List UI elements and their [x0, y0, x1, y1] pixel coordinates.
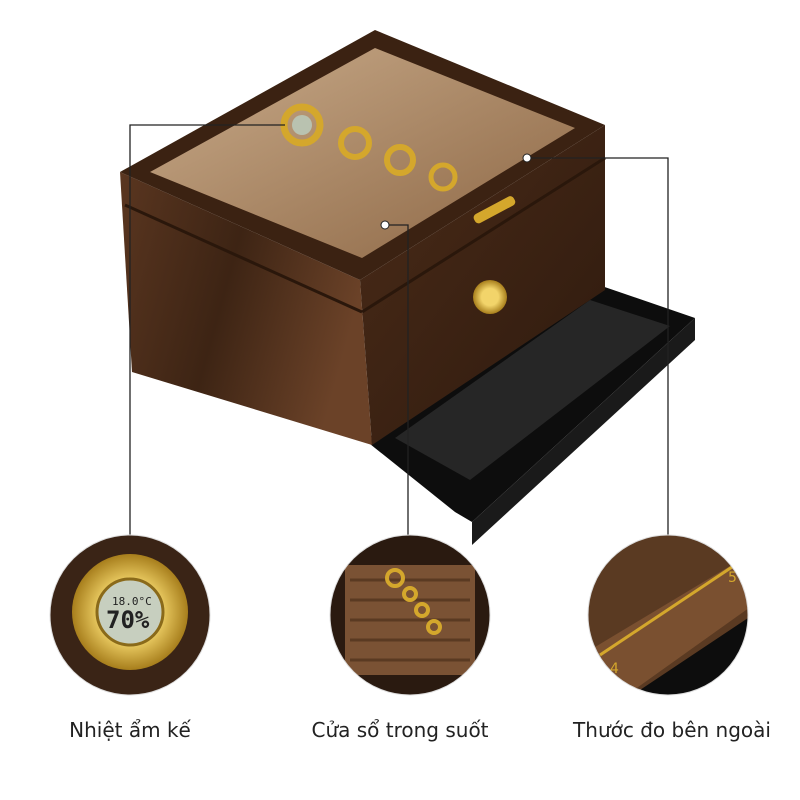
label-hygrometer: Nhiệt ẩm kế	[69, 718, 191, 742]
leader-lines	[129, 124, 669, 535]
detail-hygrometer: 18.0°C 70%	[50, 535, 210, 695]
ruler-mark-5: 5	[728, 570, 737, 586]
detail-ruler: 5 4	[588, 535, 748, 695]
label-transparent-window: Cửa sổ trong suốt	[311, 718, 489, 742]
humidity-readout: 70%	[106, 606, 150, 634]
detail-window	[330, 535, 490, 695]
gold-plaque	[473, 196, 516, 224]
gold-emblem	[473, 280, 507, 314]
hygrometer-rings	[280, 103, 516, 314]
ruler-mark-4: 4	[610, 661, 619, 677]
drawer	[365, 282, 695, 545]
label-external-ruler: Thước đo bên ngoài	[573, 718, 771, 742]
temperature-readout: 18.0°C	[112, 595, 152, 608]
